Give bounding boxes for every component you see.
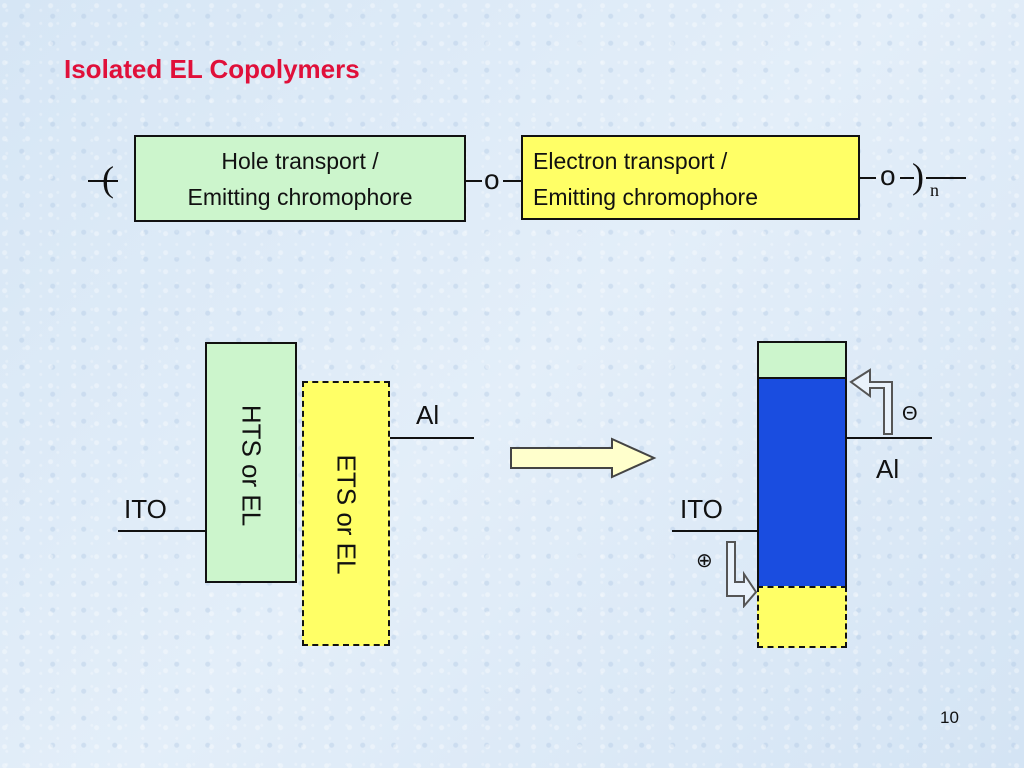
ito-lead-line bbox=[118, 530, 205, 532]
chain-line-1 bbox=[466, 180, 482, 182]
al-lead-line-right bbox=[847, 437, 932, 439]
chain-line-2 bbox=[503, 180, 521, 182]
chain-line-left bbox=[88, 180, 118, 182]
ito-lead-line-right bbox=[672, 530, 757, 532]
electron-injection-arrow-icon bbox=[849, 368, 893, 435]
linker-o-2: o bbox=[880, 160, 896, 191]
green-top-layer bbox=[757, 341, 847, 379]
repeat-subscript: n bbox=[930, 180, 939, 200]
right-parenthesis: ) bbox=[912, 156, 924, 196]
chain-line-right bbox=[926, 177, 966, 179]
ets-label: ETS or EL bbox=[331, 454, 362, 575]
al-label-right: Al bbox=[876, 454, 900, 484]
blue-emissive-layer bbox=[757, 377, 847, 588]
electron-box-line2: Emitting chromophore bbox=[533, 184, 758, 210]
electron-minus-symbol: Θ bbox=[902, 403, 918, 425]
linker-o-1: o bbox=[484, 164, 500, 195]
chain-line-3 bbox=[860, 177, 876, 179]
ets-layer: ETS or EL bbox=[302, 381, 390, 646]
hole-box-line1: Hole transport / bbox=[221, 148, 379, 174]
hole-transport-box: Hole transport / Emitting chromophore bbox=[134, 135, 466, 222]
hole-injection-arrow-icon bbox=[726, 541, 758, 608]
hts-label: HTS or EL bbox=[236, 404, 267, 527]
ito-label-right: ITO bbox=[680, 494, 723, 524]
page-number: 10 bbox=[940, 708, 959, 727]
electron-box-line1: Electron transport / bbox=[533, 148, 728, 174]
hts-layer: HTS or EL bbox=[205, 342, 297, 583]
chain-line-4 bbox=[900, 177, 914, 179]
electron-transport-box: Electron transport / Emitting chromophor… bbox=[521, 135, 860, 220]
hole-plus-symbol: ⊕ bbox=[696, 550, 713, 572]
ito-label-left: ITO bbox=[124, 494, 167, 524]
al-label-left: Al bbox=[416, 400, 440, 430]
left-parenthesis: ( bbox=[102, 159, 114, 199]
right-arrow-icon bbox=[510, 437, 657, 479]
slide-title: Isolated EL Copolymers bbox=[64, 54, 360, 84]
al-lead-line bbox=[390, 437, 474, 439]
yellow-bottom-layer bbox=[757, 586, 847, 648]
hole-box-line2: Emitting chromophore bbox=[187, 184, 413, 210]
